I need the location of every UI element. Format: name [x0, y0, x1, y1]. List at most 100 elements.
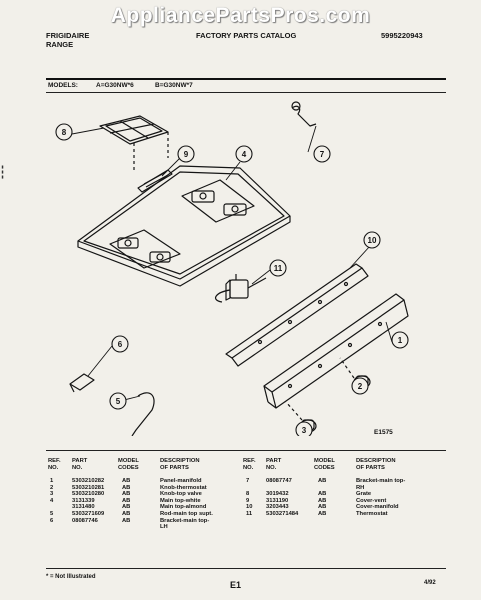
table-cell: AB	[318, 504, 327, 511]
table-cell: 5303271609	[72, 510, 105, 517]
table-cell: 3131339	[72, 497, 95, 504]
table-cell: 5303271484	[266, 510, 299, 517]
callout-circle-3	[295, 421, 313, 436]
col-ref-header: REF. NO.	[48, 458, 61, 471]
callout-circle-9	[177, 145, 195, 163]
main-top-part	[77, 165, 291, 287]
thermostat-part	[214, 274, 267, 303]
table-cell: Main top-white	[160, 497, 201, 504]
table-cell: Main top-almond	[160, 504, 207, 511]
table-cell: AB	[122, 504, 131, 511]
table-cell: 5303210282	[72, 478, 105, 484]
model-column-left: AB AB AB AB AB AB AB	[122, 478, 130, 524]
callout-9: 9	[184, 150, 189, 159]
bracket-lh-part	[69, 373, 95, 393]
table-cell: Bracket-main top-	[160, 517, 210, 524]
catalog-number: 5995220943	[381, 31, 423, 40]
table-cell: AB	[122, 497, 131, 504]
callout-2: 2	[358, 382, 363, 391]
col-model-header-right: MODEL CODES	[314, 458, 335, 471]
callout-circle-1	[391, 331, 409, 349]
not-illustrated-note: * = Not Illustrated	[46, 574, 96, 580]
table-cell: 5303210281	[72, 484, 105, 491]
table-cell: Cover-vent	[356, 497, 387, 504]
table-cell: AB	[122, 517, 131, 524]
manifold-cover-part	[225, 263, 369, 367]
table-cell: AB	[318, 510, 327, 517]
col-part-header-right: PART NO.	[266, 458, 282, 471]
table-cell: 3203443	[266, 504, 289, 511]
table-cell: Panel-manifold	[160, 478, 202, 484]
model-a: A=G30NW*6	[96, 82, 134, 89]
table-cell: AB	[318, 497, 327, 504]
table-cell: AB	[122, 478, 131, 484]
table-cell: Knob-top valve	[160, 491, 202, 498]
table-cell: AB	[122, 491, 131, 498]
callout-circle-8	[55, 123, 73, 141]
bracket-rh-part	[291, 101, 317, 127]
table-cell: 8	[246, 491, 250, 498]
callout-4: 4	[242, 150, 247, 159]
brand-line-1: FRIGIDAIRE	[46, 31, 90, 40]
callout-6: 6	[118, 340, 123, 349]
col-desc-header-right: DESCRIPTION OF PARTS	[356, 458, 396, 471]
table-cell: 5	[50, 510, 54, 517]
watermark-text: AppliancePartsPros.com	[110, 4, 371, 27]
part-column-left: 5303210282 5303210281 5303210280 3131339…	[72, 478, 104, 524]
callout-8: 8	[62, 128, 67, 137]
table-cell: AB	[318, 478, 327, 484]
table-cell: 1	[50, 478, 54, 484]
brand-line-2: RANGE	[46, 40, 74, 49]
callout-circle-2	[351, 377, 369, 395]
col-part-header: PART NO.	[72, 458, 88, 471]
table-rule-top	[46, 450, 446, 451]
table-cell: Rod-main top supt.	[160, 510, 213, 517]
models-label: MODELS:	[48, 82, 78, 89]
callout-circle-6	[111, 335, 129, 353]
col-ref-header-right: REF. NO.	[243, 458, 256, 471]
manifold-panel-part	[263, 293, 409, 409]
table-cell: LH	[160, 524, 168, 531]
catalog-title: FACTORY PARTS CATALOG	[196, 31, 297, 40]
grate-part	[99, 115, 169, 171]
ref-column-left: 1 2 3 4 5 6	[50, 478, 53, 524]
table-cell: 9	[246, 497, 250, 504]
table-cell: 7	[246, 478, 250, 484]
table-cell: Grate	[356, 491, 372, 498]
table-cell: AB	[122, 510, 131, 517]
table-cell: 3	[50, 491, 54, 498]
callout-5: 5	[116, 397, 121, 406]
callout-10: 10	[368, 236, 377, 245]
col-model-header: MODEL CODES	[118, 458, 139, 471]
catalog-date: 4/92	[424, 580, 436, 586]
table-cell: AB	[318, 491, 327, 498]
header-rule-bottom	[46, 92, 446, 93]
header-rule-top	[46, 78, 446, 80]
table-cell: 08087746	[72, 517, 98, 524]
callout-11: 11	[274, 264, 283, 273]
part-column-right: 08087747 3019432 3131190 3203443 5303271…	[266, 478, 298, 518]
figure-code: E1575	[374, 429, 393, 436]
table-cell: 08087747	[266, 478, 292, 484]
table-cell: 10	[246, 504, 253, 511]
table-cell	[50, 504, 53, 511]
callout-7: 7	[320, 150, 325, 159]
callout-circle-10	[363, 231, 381, 249]
callout-circle-7	[313, 145, 331, 163]
table-cell: RH	[356, 484, 365, 491]
callout-1: 1	[398, 336, 403, 345]
table-cell: 3019432	[266, 491, 289, 498]
ref-column-right: 7 8 9 10 11	[246, 478, 252, 518]
table-cell: Knob-thermostat	[160, 484, 207, 491]
table-cell: 3131190	[266, 497, 289, 504]
table-cell: 3131480	[72, 504, 95, 511]
exploded-parts-diagram: 8 9 4 7 10 11 1 6 5 2 3 E1575	[55, 101, 409, 436]
callout-circle-4	[235, 145, 253, 163]
callout-circle-11	[269, 259, 287, 277]
table-cell: 2	[50, 484, 54, 491]
page-number: E1	[230, 580, 242, 590]
col-desc-header: DESCRIPTION OF PARTS	[160, 458, 200, 471]
table-cell: Thermostat	[356, 510, 388, 517]
footer-rule	[46, 568, 446, 569]
